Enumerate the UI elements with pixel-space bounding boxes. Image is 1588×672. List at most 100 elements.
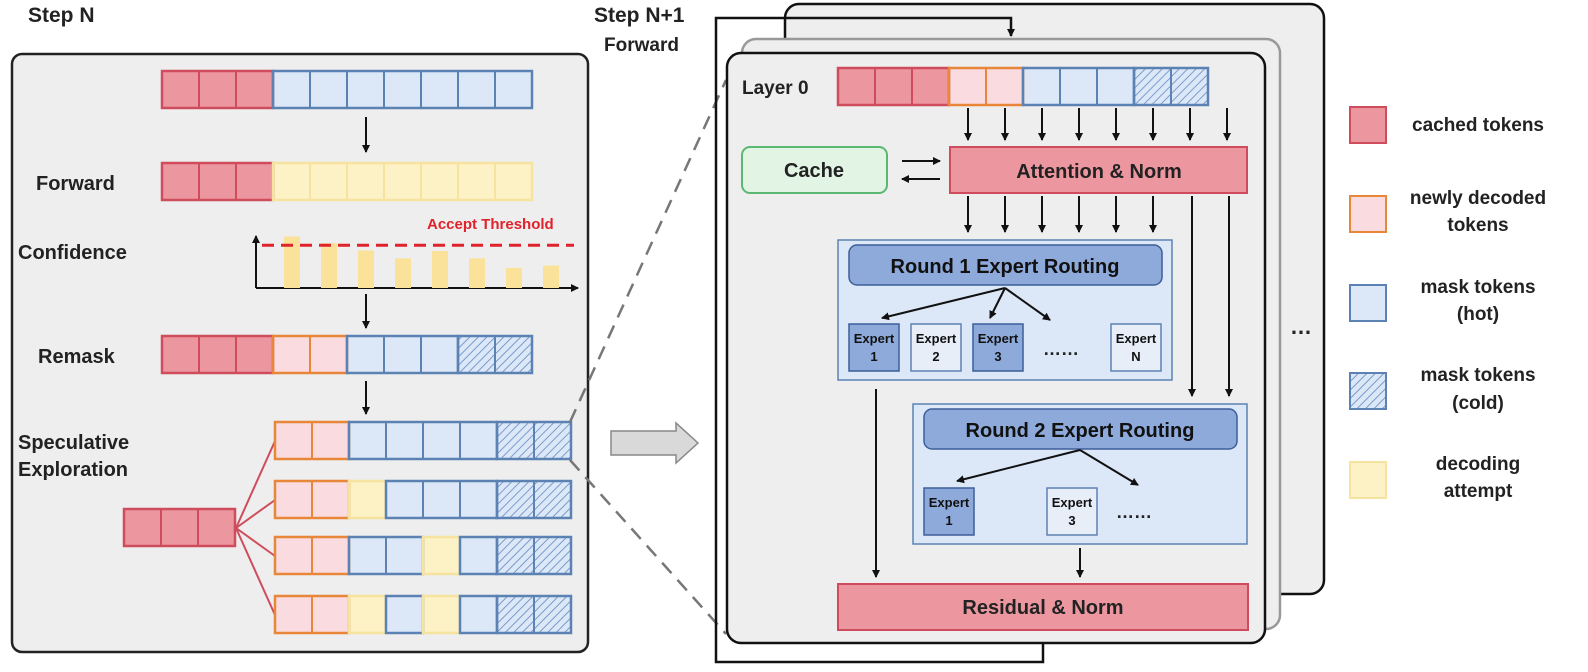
confidence-bar bbox=[432, 251, 448, 288]
legend-attempt-line2: attempt bbox=[1444, 481, 1513, 502]
decoding-attempt-token bbox=[420, 162, 459, 201]
newly-decoded-token bbox=[311, 595, 350, 634]
route-r2-e1 bbox=[956, 449, 1081, 484]
newly-decoded-token bbox=[948, 67, 987, 106]
step-n-title: Step N bbox=[28, 4, 95, 27]
confidence-bar bbox=[543, 265, 559, 288]
mask-token-hot bbox=[459, 421, 498, 460]
zoom-connector-top bbox=[568, 79, 728, 423]
expert-number: 1 bbox=[945, 513, 952, 528]
speculative-label: Speculative bbox=[18, 432, 129, 454]
round2-title: Round 2 Expert Routing bbox=[966, 420, 1195, 442]
mask-token-hot bbox=[459, 595, 498, 634]
newly-decoded-token bbox=[274, 421, 313, 460]
mask-token-hot bbox=[309, 70, 348, 109]
route-r2-more bbox=[1079, 449, 1139, 486]
residual-norm-label: Residual & Norm bbox=[962, 597, 1123, 619]
cached-token bbox=[235, 70, 274, 109]
newly-decoded-token bbox=[274, 536, 313, 575]
spec-row-4 bbox=[273, 594, 573, 635]
decoding-attempt-token bbox=[348, 595, 387, 634]
cached-token bbox=[197, 508, 236, 547]
expert-word: Expert bbox=[854, 331, 895, 346]
token-group-border bbox=[495, 535, 573, 576]
mask-token-hot bbox=[1059, 67, 1098, 106]
token-group-border bbox=[495, 594, 573, 635]
legend-hot-line1: mask tokens bbox=[1420, 277, 1535, 298]
expert-number: 3 bbox=[1068, 513, 1075, 528]
spec-row-3 bbox=[273, 535, 573, 576]
newly-decoded-token bbox=[272, 335, 311, 374]
cached-token bbox=[161, 162, 200, 201]
confidence-bar bbox=[469, 258, 485, 288]
spec-root-tokens bbox=[122, 507, 237, 548]
spec-branches bbox=[235, 440, 276, 616]
mask-token-hot bbox=[346, 70, 385, 109]
round1-title-box bbox=[848, 244, 1163, 286]
mask-token-hot bbox=[385, 421, 424, 460]
spec-row-2 bbox=[273, 479, 573, 520]
cached-token bbox=[911, 67, 950, 106]
round1-ellipsis: …… bbox=[1043, 339, 1079, 359]
token-group-border bbox=[456, 334, 534, 375]
mask-token-cold bbox=[1170, 67, 1209, 106]
decoding-attempt-token bbox=[457, 162, 496, 201]
branch-4 bbox=[235, 527, 276, 616]
newly-decoded-token bbox=[311, 536, 350, 575]
mask-token-hot bbox=[348, 421, 387, 460]
arrows-to-attention bbox=[964, 108, 1231, 141]
spec-row-1 bbox=[273, 420, 573, 461]
cached-token bbox=[160, 508, 199, 547]
legend: cached tokens newly decoded tokens mask … bbox=[1349, 106, 1546, 502]
expert-word: Expert bbox=[929, 495, 970, 510]
expert-rect bbox=[923, 487, 975, 536]
expert-rect bbox=[1110, 323, 1162, 372]
mask-token-hot bbox=[422, 480, 461, 519]
expert-number: 2 bbox=[932, 349, 939, 364]
token-row-input bbox=[160, 69, 534, 110]
branch-3 bbox=[235, 527, 276, 557]
mask-token-hot bbox=[1096, 67, 1135, 106]
accept-threshold-label: Accept Threshold bbox=[427, 216, 554, 233]
legend-attempt-line1: decoding bbox=[1436, 454, 1520, 475]
cached-token bbox=[161, 335, 200, 374]
mask-token-hot bbox=[348, 536, 387, 575]
attention-norm-box bbox=[949, 146, 1248, 194]
mask-token-hot bbox=[346, 335, 385, 374]
expert-number: 3 bbox=[994, 349, 1001, 364]
decoding-attempt-token bbox=[494, 162, 533, 201]
confidence-bar bbox=[506, 267, 522, 288]
residual-norm-box bbox=[837, 583, 1249, 631]
route-r1-e1 bbox=[881, 287, 1006, 321]
round1-routes bbox=[881, 287, 1051, 321]
mask-token-hot bbox=[385, 536, 424, 575]
expert-word: Expert bbox=[1116, 331, 1157, 346]
cached-token bbox=[198, 335, 237, 374]
more-layers-ellipsis: … bbox=[1290, 314, 1312, 339]
legend-swatch-cached bbox=[1349, 106, 1387, 144]
expert-number: 1 bbox=[870, 349, 877, 364]
expert-rect bbox=[1046, 487, 1098, 536]
legend-new-line2: tokens bbox=[1447, 215, 1508, 236]
confidence-bar bbox=[321, 243, 337, 288]
round2-title-box bbox=[923, 408, 1238, 450]
newly-decoded-token bbox=[311, 480, 350, 519]
round2-ellipsis: …… bbox=[1116, 502, 1152, 522]
mask-token-hot bbox=[385, 595, 424, 634]
expert-rect bbox=[972, 323, 1024, 372]
confidence-bar bbox=[358, 250, 374, 288]
legend-cold-line1: mask tokens bbox=[1420, 365, 1535, 386]
flow-arrow bbox=[610, 421, 700, 465]
zoom-connector-bottom bbox=[569, 459, 727, 635]
mask-token-hot bbox=[457, 70, 496, 109]
step-n1-subtitle: Forward bbox=[604, 35, 679, 56]
token-group-border bbox=[271, 161, 534, 202]
mask-token-cold bbox=[533, 595, 572, 634]
decoding-attempt-token bbox=[346, 162, 385, 201]
